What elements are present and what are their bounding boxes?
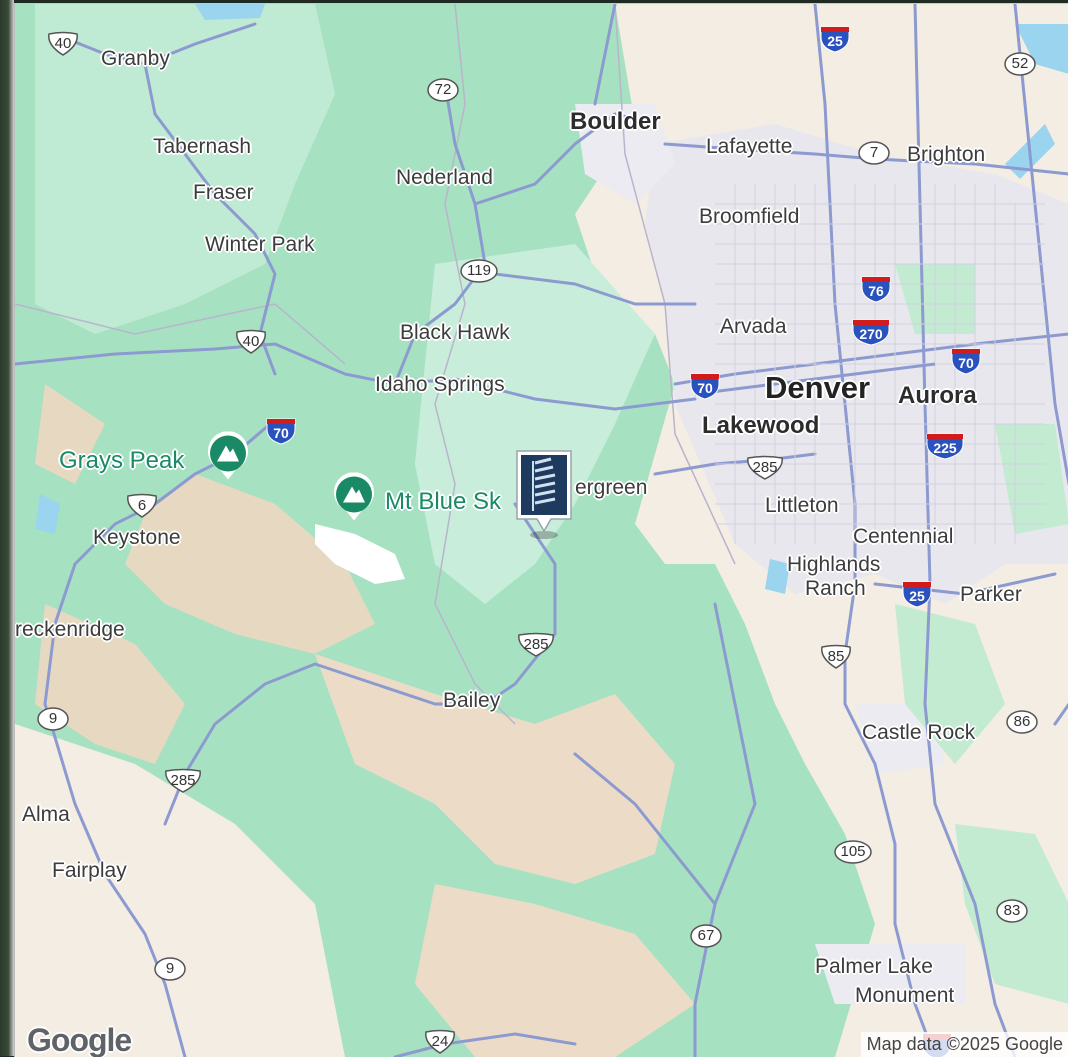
route-shield-co67: 67 xyxy=(689,923,723,949)
alpine-terrain-2 xyxy=(35,604,185,764)
place-breckenridge: reckenridge xyxy=(15,618,125,641)
place-lakewood: Lakewood xyxy=(702,412,820,439)
lake-granby xyxy=(195,4,265,20)
route-shield-co72: 72 xyxy=(426,77,460,103)
route-shield-us6: 6 xyxy=(125,493,159,519)
place-littleton: Littleton xyxy=(765,494,839,517)
route-shield-co119: 119 xyxy=(459,258,499,284)
mountain-icon xyxy=(208,431,248,480)
place-aurora: Aurora xyxy=(898,382,977,409)
snowfield xyxy=(315,524,405,584)
place-ranch: Ranch xyxy=(805,577,866,600)
place-grays-peak: Grays Peak xyxy=(59,447,185,474)
place-idaho-springs: Idaho Springs xyxy=(375,373,505,396)
map-base-layer xyxy=(15,4,1068,1057)
google-logo: Google xyxy=(27,1022,132,1057)
mountain-icon xyxy=(334,472,374,521)
interstate-shield-i225: 225 xyxy=(925,428,965,460)
property-marker[interactable] xyxy=(515,449,573,539)
place-monument: Monument xyxy=(855,984,955,1007)
alpine-terrain-1 xyxy=(125,474,375,654)
place-evergreen: ergreen xyxy=(575,476,648,499)
place-highlands: Highlands xyxy=(787,553,881,576)
route-shield-us40-north: 40 xyxy=(46,31,80,57)
place-tabernash: Tabernash xyxy=(153,135,252,158)
place-boulder: Boulder xyxy=(570,108,661,135)
reservoir-chatfield xyxy=(765,559,790,594)
road-network xyxy=(15,4,1068,1057)
place-centennial: Centennial xyxy=(853,525,954,548)
route-shield-us285-metro: 285 xyxy=(745,455,785,481)
place-parker: Parker xyxy=(960,583,1022,606)
place-denver: Denver xyxy=(765,370,871,405)
interstate-shield-i70-east: 70 xyxy=(950,343,982,375)
place-winter-park: Winter Park xyxy=(205,233,315,256)
reservoir-northeast xyxy=(1015,24,1068,74)
route-shield-us285-west: 285 xyxy=(163,768,203,794)
place-palmer-lake: Palmer Lake xyxy=(815,955,933,978)
place-brighton: Brighton xyxy=(907,143,986,166)
place-granby: Granby xyxy=(101,47,170,70)
map-canvas[interactable]: Granby Tabernash Fraser Winter Park Nede… xyxy=(14,3,1068,1057)
peak-pin-mt-blue-sky[interactable] xyxy=(332,472,376,528)
place-fairplay: Fairplay xyxy=(52,859,127,882)
route-shield-us85: 85 xyxy=(819,644,853,670)
route-shield-co83: 83 xyxy=(995,898,1029,924)
route-shield-co9-south: 9 xyxy=(153,956,187,982)
route-shield-co52: 52 xyxy=(1003,51,1037,77)
place-fraser: Fraser xyxy=(193,181,254,204)
route-shield-co86: 86 xyxy=(1005,709,1039,735)
park-area-east-1 xyxy=(895,604,1005,764)
i70-metro-road xyxy=(694,362,936,396)
place-lafayette: Lafayette xyxy=(706,135,793,158)
forest-area-foothills xyxy=(415,244,655,604)
place-keystone: Keystone xyxy=(93,526,181,549)
building-icon xyxy=(516,450,572,539)
place-castle-rock: Castle Rock xyxy=(862,721,976,744)
park-area-east-3 xyxy=(995,424,1068,534)
place-mt-blue-sky: Mt Blue Sk xyxy=(385,488,502,515)
place-bailey: Bailey xyxy=(443,689,501,712)
alpine-terrain-3 xyxy=(315,654,675,884)
place-black-hawk: Black Hawk xyxy=(400,321,510,344)
interstate-shield-i270: 270 xyxy=(851,314,891,346)
interstate-shield-i70-west: 70 xyxy=(265,413,297,445)
place-nederland: Nederland xyxy=(396,166,493,189)
interstate-shield-i25-north: 25 xyxy=(819,21,851,53)
place-alma: Alma xyxy=(22,803,70,826)
lake-dillon xyxy=(35,494,60,534)
route-shield-co105: 105 xyxy=(833,839,873,865)
place-arvada: Arvada xyxy=(720,315,787,338)
interstate-shield-i70-metro: 70 xyxy=(689,368,721,400)
route-shield-us24: 24 xyxy=(423,1029,457,1055)
interstate-shield-i25-south: 25 xyxy=(901,576,933,608)
forest-area-lighter xyxy=(35,4,335,334)
route-shield-co9-north: 9 xyxy=(36,706,70,732)
interstate-shield-i76: 76 xyxy=(860,271,892,303)
urban-area-monument xyxy=(815,944,965,1004)
window-edge xyxy=(0,0,14,1056)
map-attribution[interactable]: Map data ©2025 Google xyxy=(860,1032,1068,1057)
place-broomfield: Broomfield xyxy=(699,205,800,228)
route-shield-co7: 7 xyxy=(857,140,891,166)
peak-pin-grays-peak[interactable] xyxy=(206,431,250,487)
route-shield-us285-center: 285 xyxy=(516,632,556,658)
open-plains-southwest xyxy=(15,724,345,1057)
alpine-terrain-5 xyxy=(35,384,105,484)
alpine-terrain-4 xyxy=(415,884,695,1057)
route-shield-us40-mid: 40 xyxy=(234,329,268,355)
